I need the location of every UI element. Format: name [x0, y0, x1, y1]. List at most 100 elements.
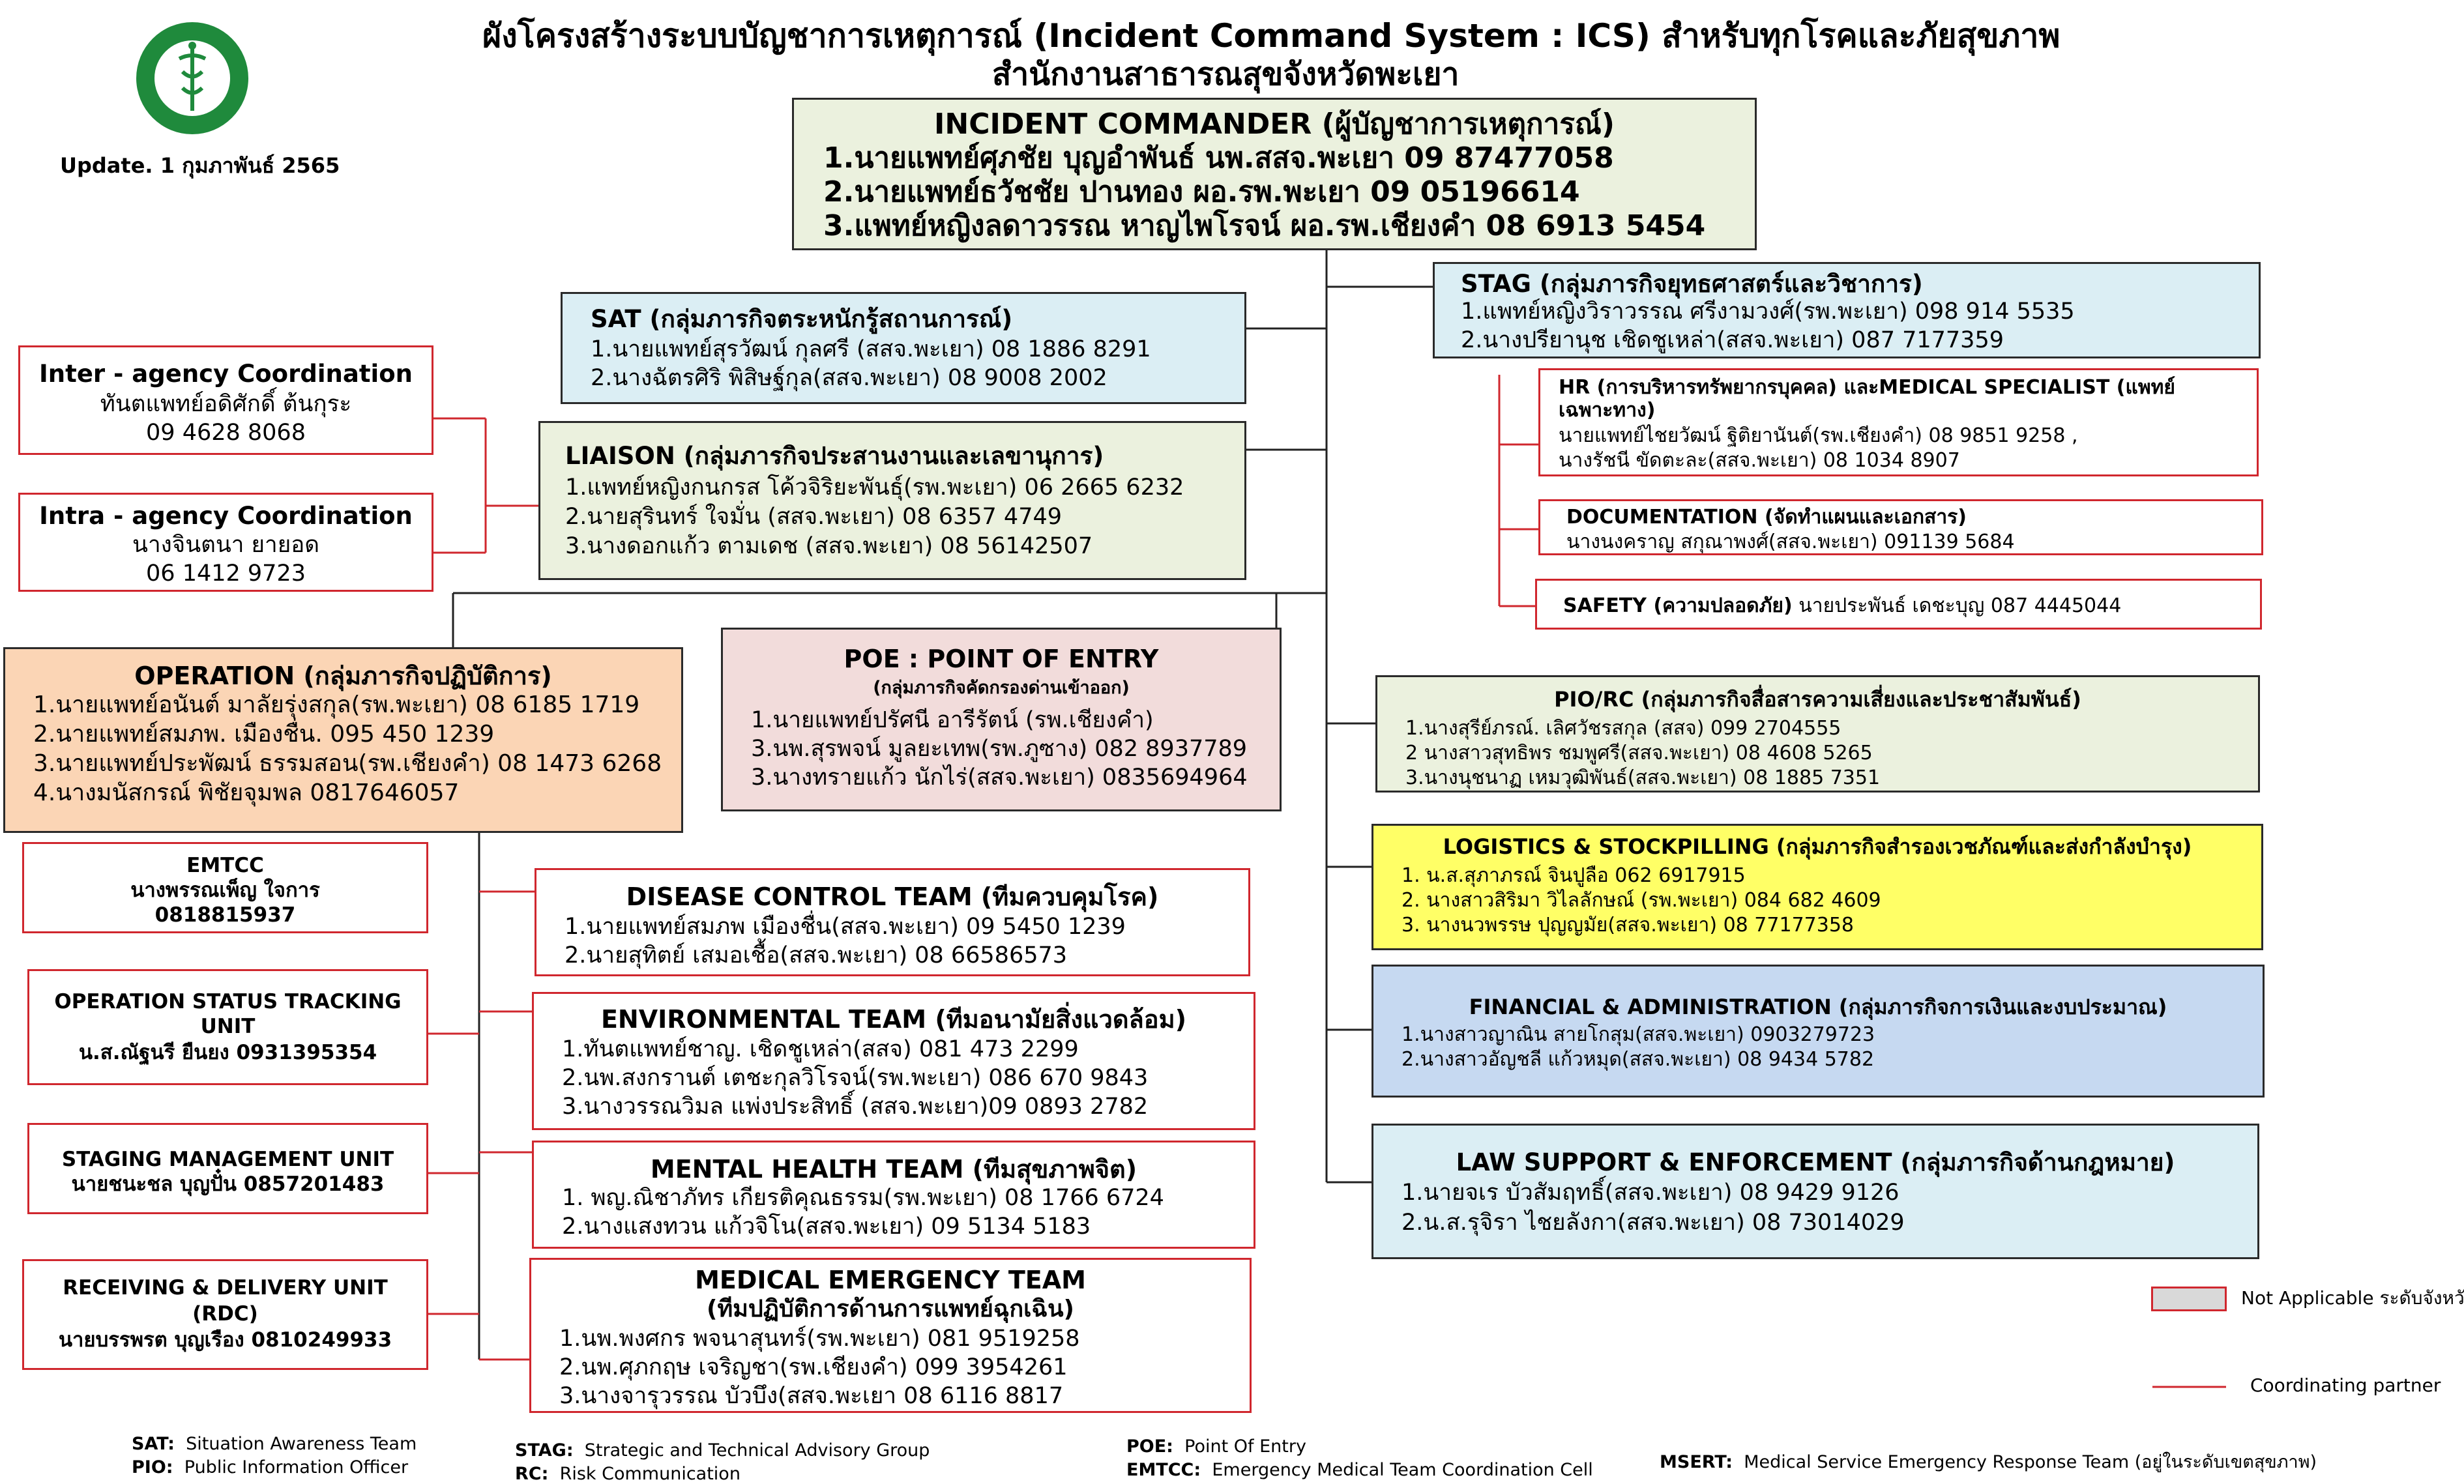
inter-agency-name: ทันตแพทย์อดิศักดิ์ ต้นกุระ	[100, 391, 352, 417]
abbr-rc: RC: Risk Communication	[515, 1464, 741, 1484]
operation-member: 2.นายแพทย์สมภพ. เมืองชื่น. 095 450 1239	[33, 721, 495, 748]
environmental-title: ENVIRONMENTAL TEAM (ทีมอนามัยสิ่งแวดล้อม…	[600, 1005, 1187, 1034]
legend-not-applicable-swatch	[2151, 1287, 2227, 1311]
safety-member: นายประพันธ์ เดชะบุญ 087 4445044	[1792, 594, 2122, 617]
stag-box: STAG (กลุ่มภารกิจยุทธศาสตร์และวิชาการ) 1…	[1433, 262, 2261, 358]
hr-member: นางรัชนี ขัดตะละ(สสจ.พะเยา) 08 1034 8907	[1559, 449, 1960, 472]
environmental-member: 1.ทันตแพทย์ชาญ. เชิดชูเหล่า(สสจ) 081 473…	[562, 1036, 1079, 1062]
stag-title: STAG (กลุ่มภารกิจยุทธศาสตร์และวิชาการ)	[1461, 270, 1923, 298]
operation-member: 3.นายแพทย์ประพัฒน์ ธรรมสอน(รพ.เชียงคำ) 0…	[33, 750, 662, 777]
stag-member: 1.แพทย์หญิงวิราวรรณ ศรีงามวงศ์(รพ.พะเยา)…	[1461, 298, 2075, 325]
page-subtitle: สำนักงานสาธารณสุขจังหวัดพะเยา	[992, 56, 1459, 93]
sat-member: 2.นางฉัตรศิริ พิสิษฐ์กุล(สสจ.พะเยา) 08 9…	[591, 365, 1107, 391]
abbr-emtcc: EMTCC: Emergency Medical Team Coordinati…	[1126, 1460, 1593, 1480]
documentation-member: นางนงคราญ สกุณาพงศ์(สสจ.พะเยา) 091139 56…	[1566, 531, 2015, 553]
poe-box: POE : POINT OF ENTRY (กลุ่มภารกิจคัดกรอง…	[721, 628, 1282, 811]
liaison-member: 3.นางดอกแก้ว ตามเดช (สสจ.พะเยา) 08 56142…	[565, 533, 1093, 559]
poe-member: 3.นพ.สุรพจน์ มูลยะเทพ(รพ.ภูซาง) 082 8937…	[751, 736, 1248, 762]
receiving-title: (RDC)	[192, 1302, 258, 1326]
disease-control-member: 2.นายสุทิตย์ เสมอเชื้อ(สสจ.พะเยา) 08 665…	[565, 942, 1068, 968]
staging-title: STAGING MANAGEMENT UNIT	[61, 1148, 394, 1171]
medical-emergency-member: 3.นางจารุวรรณ บัวบึง(สสจ.พะเยา 08 6116 8…	[559, 1383, 1064, 1409]
update-date: Update. 1 กุมภาพันธ์ 2565	[60, 153, 340, 178]
inter-agency-title: Inter - agency Coordination	[39, 360, 413, 388]
staging-box: STAGING MANAGEMENT UNIT นายชนะชล บุญปั๋น…	[27, 1123, 428, 1214]
sat-title: SAT (กลุ่มภารกิจตระหนักรู้สถานการณ์)	[591, 305, 1013, 333]
page-title: ผังโครงสร้างระบบบัญชาการเหตุการณ์ (Incid…	[482, 17, 2061, 55]
hr-title: เฉพาะทาง)	[1559, 399, 1656, 422]
medical-emergency-member: 2.นพ.ศุภกฤษ เจริญชา(รพ.เชียงคำ) 099 3954…	[559, 1354, 1068, 1380]
stag-member: 2.นางปรียานุช เชิดชูเหล่า(สสจ.พะเยา) 087…	[1461, 327, 2004, 353]
intra-agency-title: Intra - agency Coordination	[39, 502, 413, 530]
disease-control-title: DISEASE CONTROL TEAM (ทีมควบคุมโรค)	[626, 882, 1159, 911]
logistics-member: 1. น.ส.สุภาภรณ์ จินปูลือ 062 6917915	[1401, 864, 1746, 887]
disease-control-box: DISEASE CONTROL TEAM (ทีมควบคุมโรค) 1.นา…	[535, 868, 1250, 976]
safety-box: SAFETY (ความปลอดภัย) นายประพันธ์ เดชะบุญ…	[1535, 579, 2262, 630]
receiving-title: RECEIVING & DELIVERY UNIT	[63, 1276, 388, 1300]
liaison-title: LIAISON (กลุ่มภารกิจประสานงานและเลขานุกา…	[565, 442, 1104, 470]
hr-title: HR (การบริหารทรัพยากรบุคคล) และMEDICAL S…	[1559, 376, 2175, 399]
environmental-member: 3.นางวรรณวิมล แพ่งประสิทธิ์ (สสจ.พะเยา)0…	[562, 1094, 1149, 1120]
disease-control-member: 1.นายแพทย์สมภพ เมืองชื่น(สสจ.พะเยา) 09 5…	[565, 914, 1126, 940]
incident-commander-box: INCIDENT COMMANDER (ผู้บัญชาการเหตุการณ์…	[792, 98, 1757, 250]
sat-box: SAT (กลุ่มภารกิจตระหนักรู้สถานการณ์) 1.น…	[561, 292, 1246, 404]
logistics-title: LOGISTICS & STOCKPILLING (กลุ่มภารกิจสำร…	[1443, 834, 2192, 859]
medical-emergency-title: MEDICAL EMERGENCY TEAM	[695, 1266, 1086, 1294]
financial-box: FINANCIAL & ADMINISTRATION (กลุ่มภารกิจก…	[1371, 965, 2265, 1098]
intra-agency-box: Intra - agency Coordination นางจินตนา ยา…	[18, 493, 433, 592]
operation-member: 4.นางมนัสกรณ์ พิชัยจุมพล 0817646057	[33, 779, 460, 806]
commander-member: 1.นายแพทย์ศุภชัย บุญอำพันธ์ นพ.สสจ.พะเยา…	[823, 141, 1614, 175]
staging-member: นายชนะชล บุญปั๋น 0857201483	[71, 1172, 385, 1196]
pio-box: PIO/RC (กลุ่มภารกิจสื่อสารความเสี่ยงและป…	[1375, 675, 2260, 793]
sat-member: 1.นายแพทย์สุรวัฒน์ กุลศรี (สสจ.พะเยา) 08…	[591, 336, 1151, 362]
operation-box: OPERATION (กลุ่มภารกิจปฏิบัติการ) 1.นายแ…	[3, 647, 683, 833]
logistics-box: LOGISTICS & STOCKPILLING (กลุ่มภารกิจสำร…	[1371, 824, 2263, 950]
safety-line: SAFETY (ความปลอดภัย) นายประพันธ์ เดชะบุญ…	[1563, 596, 2121, 616]
mental-health-box: MENTAL HEALTH TEAM (ทีมสุขภาพจิต) 1. พญ.…	[532, 1141, 1255, 1249]
abbr-msert: MSERT: Medical Service Emergency Respons…	[1660, 1452, 2317, 1472]
liaison-member: 2.นายสุรินทร์ ใจมั่น (สสจ.พะเยา) 08 6357…	[565, 504, 1063, 530]
emtcc-box: EMTCC นางพรรณเพ็ญ ใจการ 0818815937	[22, 842, 428, 933]
pio-title: PIO/RC (กลุ่มภารกิจสื่อสารความเสี่ยงและป…	[1554, 687, 2081, 712]
inter-agency-phone: 09 4628 8068	[146, 420, 306, 446]
financial-member: 1.นางสาวญาณิน สายโกสุม(สสจ.พะเยา) 090327…	[1401, 1023, 1875, 1046]
environmental-box: ENVIRONMENTAL TEAM (ทีมอนามัยสิ่งแวดล้อม…	[532, 992, 1255, 1130]
legend-coordinating-label: Coordinating partner	[2250, 1375, 2441, 1396]
commander-title: INCIDENT COMMANDER (ผู้บัญชาการเหตุการณ์…	[934, 108, 1615, 141]
emtcc-phone: 0818815937	[154, 903, 296, 927]
legend-not-applicable-label: Not Applicable ระดับจังหวัด	[2241, 1287, 2464, 1309]
law-title: LAW SUPPORT & ENFORCEMENT (กลุ่มภารกิจด้…	[1456, 1148, 2175, 1176]
poe-member: 1.นายแพทย์ปรัศนี อารีรัตน์ (รพ.เชียงคำ)	[751, 707, 1154, 733]
emtcc-title: EMTCC	[186, 854, 264, 877]
medical-emergency-box: MEDICAL EMERGENCY TEAM (ทีมปฏิบัติการด้า…	[529, 1258, 1252, 1413]
documentation-title: DOCUMENTATION (จัดทำแผนและเอกสาร)	[1566, 506, 1967, 529]
mental-health-title: MENTAL HEALTH TEAM (ทีมสุขภาพจิต)	[650, 1155, 1137, 1184]
poe-title: POE : POINT OF ENTRY	[843, 645, 1159, 673]
hr-member: นายแพทย์ไชยวัฒน์ ฐิติยานันต์(รพ.เชียงคำ)…	[1559, 424, 2078, 447]
pio-member: 2 นางสาวสุทธิพร ชมพูศรี(สสจ.พะเยา) 08 46…	[1405, 742, 1873, 764]
operation-title: OPERATION (กลุ่มภารกิจปฏิบัติการ)	[134, 662, 552, 690]
liaison-box: LIAISON (กลุ่มภารกิจประสานงานและเลขานุกา…	[538, 421, 1246, 580]
status-tracking-member: น.ส.ณัฐนรี ยืนยง 0931395354	[78, 1041, 377, 1064]
mental-health-member: 1. พญ.ณิชาภัทร เกียรติคุณธรรม(รพ.พะเยา) …	[562, 1185, 1164, 1211]
abbr-pio: PIO: Public Information Officer	[132, 1457, 409, 1477]
intra-agency-name: นางจินตนา ยายอด	[132, 532, 319, 558]
logistics-member: 2. นางสาวสิริมา วิไลลักษณ์ (รพ.พะเยา) 08…	[1401, 889, 1881, 912]
receiving-member: นายบรรพรต บุญเรือง 0810249933	[58, 1328, 392, 1352]
abbr-stag: STAG: Strategic and Technical Advisory G…	[515, 1440, 930, 1461]
pio-member: 3.นางนุชนาฏ เหมวุฒิพันธ์(สสจ.พะเยา) 08 1…	[1405, 766, 1881, 789]
medical-emergency-member: 1.นพ.พงศกร พจนาสุนทร์(รพ.พะเยา) 081 9519…	[559, 1326, 1080, 1352]
commander-member: 2.นายแพทย์ธวัชชัย ปานทอง ผอ.รพ.พะเยา 09 …	[823, 175, 1580, 209]
environmental-member: 2.นพ.สงกรานต์ เตชะกุลวิโรจน์(รพ.พะเยา) 0…	[562, 1065, 1149, 1091]
poe-member: 3.นางทรายแก้ว นักไร่(สสจ.พะเยา) 08356949…	[751, 764, 1248, 791]
abbr-sat: SAT: Situation Awareness Team	[132, 1434, 417, 1454]
documentation-box: DOCUMENTATION (จัดทำแผนและเอกสาร) นางนงค…	[1538, 499, 2263, 555]
abbr-poe: POE: Point Of Entry	[1126, 1436, 1306, 1457]
financial-member: 2.นางสาวอัญชลี แก้วหมุด(สสจ.พะเยา) 08 94…	[1401, 1048, 1875, 1071]
safety-title: SAFETY (ความปลอดภัย)	[1563, 594, 1793, 617]
law-member: 1.นายจเร บัวสัมฤทธิ์(สสจ.พะเยา) 08 9429 …	[1401, 1180, 1899, 1206]
operation-member: 1.นายแพทย์อนันต์ มาลัยรุ่งสกุล(รพ.พะเยา)…	[33, 691, 640, 718]
law-box: LAW SUPPORT & ENFORCEMENT (กลุ่มภารกิจด้…	[1371, 1124, 2259, 1259]
status-tracking-box: OPERATION STATUS TRACKING UNIT น.ส.ณัฐนร…	[27, 969, 428, 1085]
